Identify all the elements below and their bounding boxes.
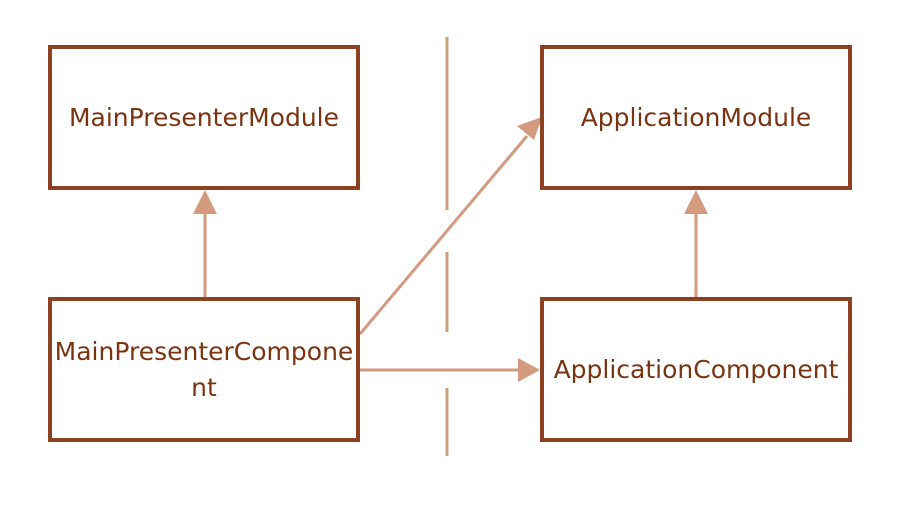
arrow-component-to-app-module — [358, 117, 542, 335]
node-main-presenter-component: MainPresenterComponent — [48, 297, 360, 442]
node-label: MainPresenterModule — [68, 102, 340, 132]
arrow-component-to-presenter-module — [193, 190, 217, 297]
node-application-component: ApplicationComponent — [540, 297, 852, 442]
node-application-module: ApplicationModule — [540, 45, 852, 190]
node-label: MainPresenterComponent — [54, 336, 354, 402]
node-label: ApplicationComponent — [553, 354, 839, 384]
node-main-presenter-module: MainPresenterModule — [48, 45, 360, 190]
arrow-component-to-app-component — [360, 358, 540, 382]
arrow-app-component-to-app-module — [684, 190, 708, 297]
node-label: ApplicationModule — [580, 102, 812, 132]
